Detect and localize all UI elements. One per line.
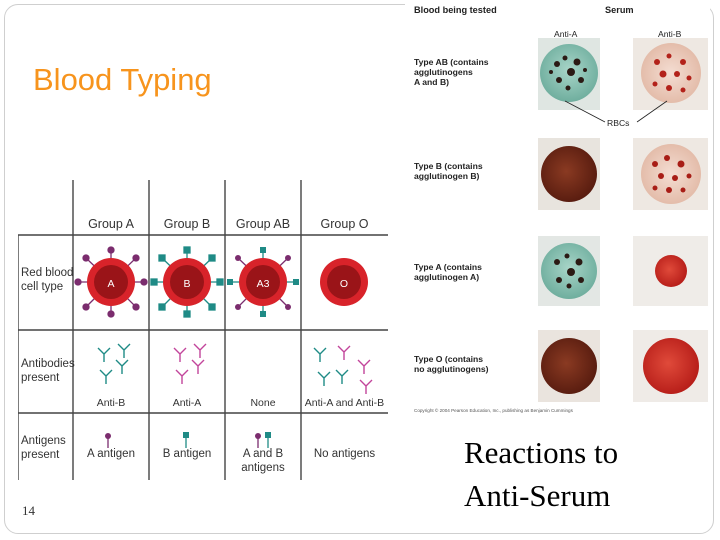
page-number: 14 bbox=[22, 503, 35, 518]
antibody-anti-b-icon bbox=[97, 343, 131, 384]
antibody-label-ab: None bbox=[250, 397, 276, 409]
rbc-group-b bbox=[150, 246, 224, 318]
blood-group-table: Group A Group B Group AB Group O Red blo… bbox=[18, 180, 388, 480]
agglutination-panel: Blood being tested Serum Anti-A Anti-B T… bbox=[405, 0, 710, 420]
panel-rbcs-label: RBCs bbox=[607, 118, 630, 128]
photo-o-anti-a bbox=[541, 338, 597, 394]
rbc-group-a bbox=[74, 246, 148, 318]
antibody-label-o: Anti-A and Anti-B bbox=[304, 397, 385, 409]
antigen-b-icon bbox=[183, 432, 189, 448]
photo-ab-anti-a bbox=[540, 44, 598, 102]
antigen-a-icon bbox=[105, 433, 111, 448]
photo-a-anti-a bbox=[541, 243, 597, 299]
rbc-letter-o: O bbox=[339, 278, 349, 290]
photo-b-anti-b bbox=[641, 144, 701, 204]
photo-ab-anti-b bbox=[641, 43, 701, 103]
caption: Reactions to Anti-Serum bbox=[464, 431, 618, 517]
panel-header-blood: Blood being tested bbox=[414, 5, 497, 15]
photo-b-anti-a bbox=[541, 146, 597, 202]
photo-a-anti-b bbox=[655, 255, 687, 287]
col-header-group-a: Group A bbox=[88, 217, 134, 231]
panel-anti-b-label: Anti-B bbox=[658, 29, 682, 39]
rbc-group-ab bbox=[227, 247, 299, 317]
antibody-label-b: Anti-A bbox=[172, 397, 202, 409]
rbc-group-o bbox=[320, 258, 368, 306]
antibody-anti-a-icon bbox=[173, 343, 207, 384]
panel-copyright: Copyright © 2004 Pearson Education, Inc.… bbox=[414, 408, 573, 413]
photo-o-anti-b bbox=[643, 338, 699, 394]
table-grid bbox=[18, 180, 388, 480]
antigen-label-o: No antigens bbox=[313, 448, 376, 460]
caption-line-2: Anti-Serum bbox=[464, 478, 611, 513]
rbc-letter-b: B bbox=[183, 278, 191, 290]
antigen-label-b: B antigen bbox=[162, 448, 212, 460]
col-header-group-b: Group B bbox=[163, 217, 211, 231]
col-header-group-ab: Group AB bbox=[235, 217, 291, 231]
antigen-label-a: A antigen bbox=[87, 448, 135, 460]
rbc-letter-ab: A3 bbox=[256, 278, 270, 290]
slide-frame bbox=[4, 4, 714, 534]
panel-anti-a-label: Anti-A bbox=[554, 29, 578, 39]
panel-header-serum: Serum bbox=[605, 5, 634, 15]
antibody-anti-a-and-b-icon bbox=[313, 345, 373, 394]
antigen-ab-icon bbox=[255, 432, 271, 448]
antibody-label-a: Anti-B bbox=[96, 397, 126, 409]
rbc-letter-a: A bbox=[107, 278, 115, 290]
col-header-group-o: Group O bbox=[320, 217, 369, 231]
slide-title: Blood Typing bbox=[33, 62, 212, 97]
caption-line-1: Reactions to bbox=[464, 435, 619, 470]
